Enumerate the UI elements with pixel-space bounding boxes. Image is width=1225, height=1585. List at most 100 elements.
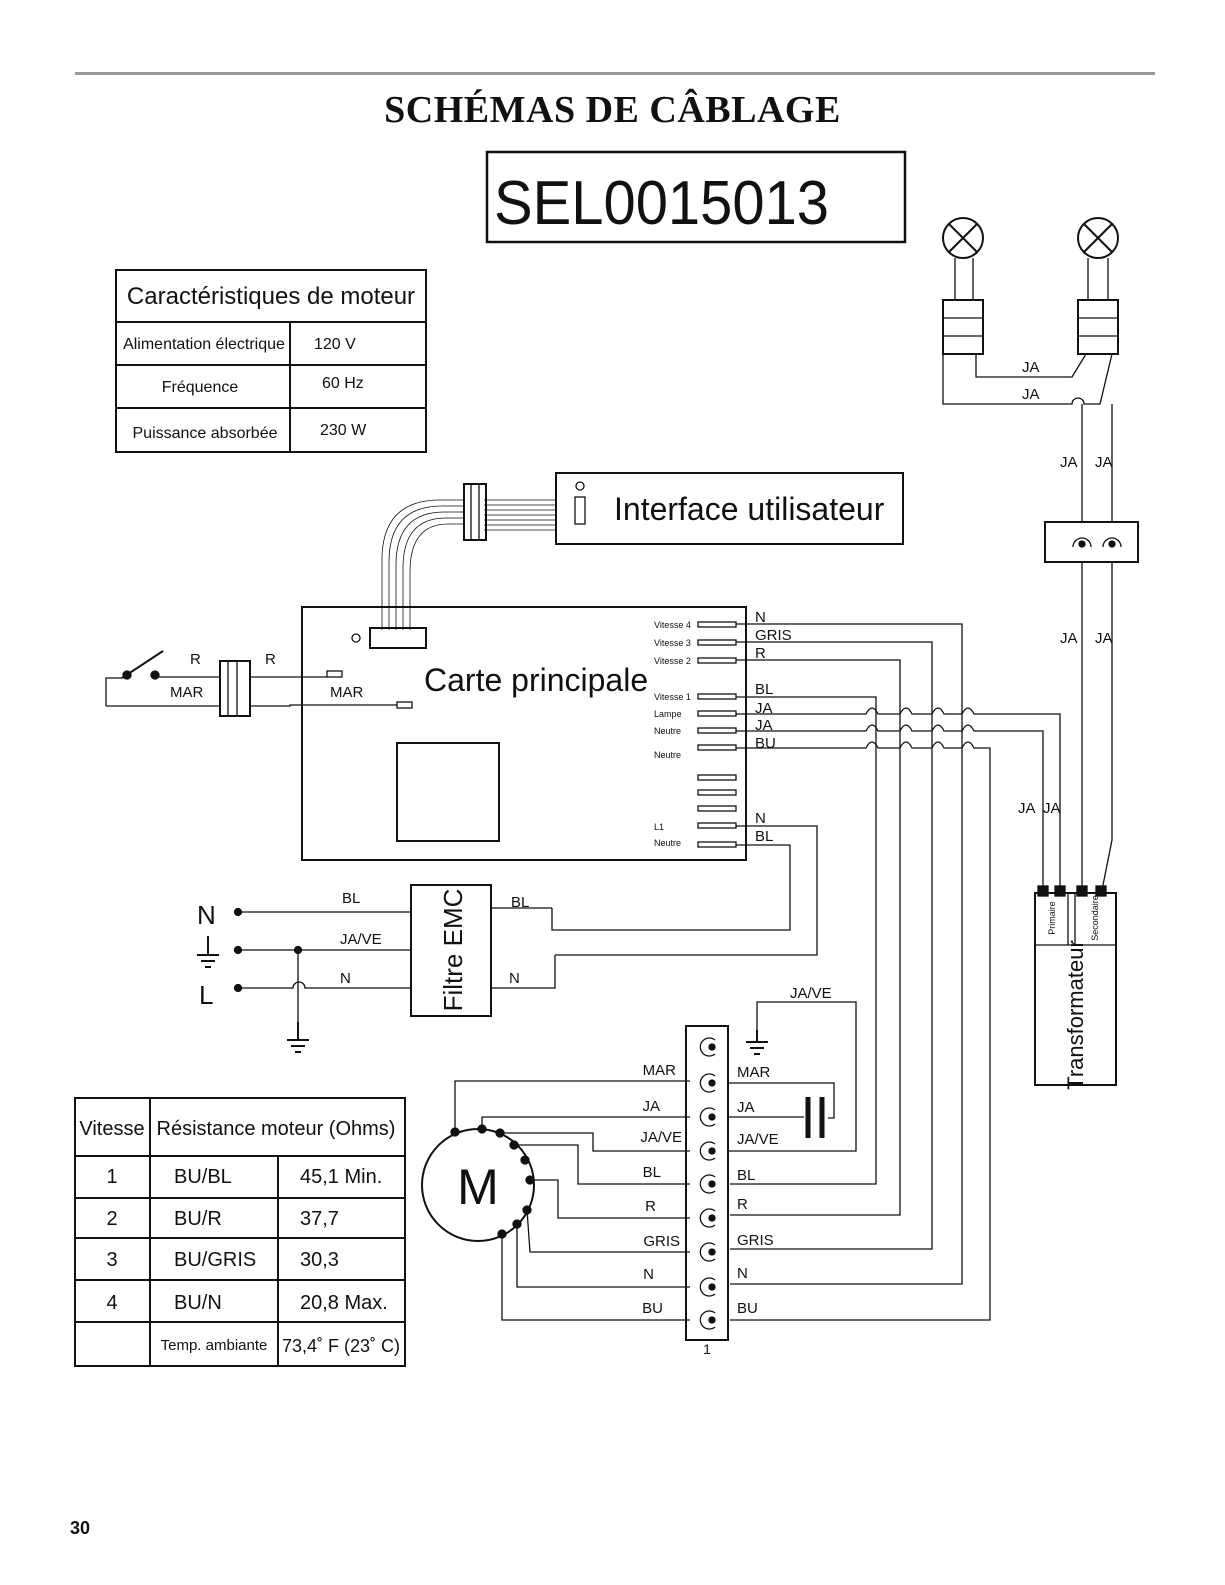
ui-connector bbox=[463, 483, 487, 541]
n-terminal-dot bbox=[233, 907, 243, 917]
spec-label: Puissance absorbée bbox=[133, 425, 278, 442]
terminal-number: 1 bbox=[703, 1341, 711, 1357]
resistance-value: 37,7 bbox=[300, 1208, 339, 1230]
terminal-wire-label: JA/VE bbox=[737, 1131, 779, 1148]
board-pin-label: Neutre bbox=[654, 726, 681, 736]
board-pin-label: Neutre bbox=[654, 838, 681, 848]
wire-label: BU bbox=[755, 735, 776, 752]
terminal-wire-label: JA bbox=[737, 1099, 755, 1116]
terminal-wire-label: N bbox=[737, 1265, 748, 1282]
main-board-label: Carte principale bbox=[424, 662, 648, 698]
motor-specs-title: Caractéristiques de moteur bbox=[127, 283, 415, 310]
spec-label: Fréquence bbox=[162, 379, 239, 396]
terminal-wire-label: BU bbox=[737, 1300, 758, 1317]
wire-label: BL bbox=[755, 828, 773, 845]
terminal-screw-icons bbox=[699, 1037, 716, 1330]
terminal-wire-label: GRIS bbox=[737, 1232, 774, 1249]
resistance-wires: BU/N bbox=[174, 1292, 222, 1314]
board-pin-label: Neutre bbox=[654, 750, 681, 760]
user-interface-label: Interface utilisateur bbox=[614, 491, 885, 527]
resistance-value: 20,8 Max. bbox=[300, 1292, 388, 1314]
ground-icon bbox=[197, 936, 219, 968]
resistance-speed: 3 bbox=[106, 1249, 117, 1271]
emc-wire-label: JA/VE bbox=[340, 931, 382, 948]
motor-specs-table bbox=[115, 269, 427, 453]
terminal-wire-label: GRIS bbox=[643, 1233, 680, 1250]
wire-label: BL bbox=[755, 681, 773, 698]
terminal-wire-label: JA bbox=[642, 1098, 660, 1115]
mains-wiring bbox=[238, 907, 556, 1022]
terminal-wire-label: BU bbox=[642, 1300, 663, 1317]
resistance-header: Résistance moteur (Ohms) bbox=[157, 1118, 396, 1140]
motor-wires bbox=[454, 1080, 690, 1321]
resistance-speed: 4 bbox=[106, 1292, 117, 1314]
junction-dot bbox=[293, 945, 303, 955]
emc-wire-label: N bbox=[509, 970, 520, 987]
resistance-wires: BU/GRIS bbox=[174, 1249, 256, 1271]
resistance-speed: 2 bbox=[106, 1208, 117, 1230]
switch-wire-label: R bbox=[265, 651, 276, 668]
switch-contact-icon bbox=[122, 670, 132, 680]
lamp-wires bbox=[942, 353, 1113, 522]
wire-label: JA bbox=[755, 717, 773, 734]
resistance-table bbox=[74, 1097, 406, 1367]
spec-label: Alimentation électrique bbox=[123, 336, 285, 353]
motor-lead-dots bbox=[450, 1124, 535, 1239]
terminal-wire-label: JA/VE bbox=[640, 1129, 682, 1146]
emc-wire-label: BL bbox=[342, 890, 360, 907]
wire-label: JA bbox=[755, 700, 773, 717]
board-switch-pin-1 bbox=[326, 670, 343, 678]
transformer-secondary-label: Secondaire bbox=[1090, 895, 1100, 941]
main-board bbox=[301, 606, 747, 861]
lamp-wire-label: JA bbox=[1060, 630, 1078, 647]
terminal-wire-label: MAR bbox=[643, 1062, 677, 1079]
board-output-wires bbox=[551, 623, 1061, 1321]
ambient-value: 73,4˚ F (23˚ C) bbox=[282, 1336, 400, 1356]
board-pin-label: Lampe bbox=[654, 709, 682, 719]
ground-icon bbox=[746, 1030, 768, 1055]
mains-l-label: L bbox=[199, 980, 213, 1010]
board-ui-socket bbox=[369, 627, 427, 649]
terminal-wire-label: R bbox=[645, 1198, 656, 1215]
lamp-connector-pin-icons bbox=[1072, 537, 1122, 548]
terminal-block bbox=[685, 1025, 729, 1341]
top-rule bbox=[75, 72, 1155, 75]
user-interface-box bbox=[555, 472, 904, 545]
wire-label: GRIS bbox=[755, 627, 792, 644]
board-switch-pin-2 bbox=[396, 701, 413, 709]
lamp-wire-label: JA bbox=[1022, 386, 1040, 403]
resistance-header: Vitesse bbox=[79, 1118, 144, 1140]
terminal-wire-label: BL bbox=[643, 1164, 661, 1181]
transformer-primary-label: Primaire bbox=[1047, 901, 1057, 935]
resistance-value: 30,3 bbox=[300, 1249, 339, 1271]
ui-ribbon-cable bbox=[381, 499, 556, 630]
board-relay-chip bbox=[396, 742, 500, 842]
board-pin-label: Vitesse 1 bbox=[654, 692, 691, 702]
emc-wire-label: BL bbox=[511, 894, 529, 911]
resistance-wires: BU/R bbox=[174, 1208, 222, 1230]
model-box bbox=[485, 150, 907, 244]
lamp-wire-label: JA bbox=[1095, 454, 1113, 471]
switch-contact-icon bbox=[150, 670, 160, 680]
wire-label: N bbox=[755, 609, 766, 626]
wire-label: N bbox=[755, 810, 766, 827]
motor-label: M bbox=[457, 1159, 499, 1215]
emc-wire-label: N bbox=[340, 970, 351, 987]
page-number: 30 bbox=[70, 1518, 91, 1538]
transformer-pins bbox=[1037, 885, 1107, 897]
terminal-wire-label: N bbox=[643, 1266, 654, 1283]
model-number: SEL0015013 bbox=[494, 169, 829, 238]
emc-filter-label: Filtre EMC bbox=[438, 889, 468, 1012]
terminal-wire-label: MAR bbox=[737, 1064, 771, 1081]
board-mount-hole-icon bbox=[351, 633, 361, 643]
ui-led-icon bbox=[574, 496, 586, 525]
board-pin-label: Vitesse 4 bbox=[654, 620, 691, 630]
ambient-label: Temp. ambiante bbox=[161, 1337, 268, 1354]
resistance-speed: 1 bbox=[106, 1166, 117, 1188]
terminal-wire-label: R bbox=[737, 1196, 748, 1213]
terminal-right-wires bbox=[728, 1001, 857, 1152]
ground-terminal-dot bbox=[233, 945, 243, 955]
resistance-wires: BU/BL bbox=[174, 1166, 232, 1188]
page-title: SCHÉMAS DE CÂBLAGE bbox=[384, 89, 841, 131]
